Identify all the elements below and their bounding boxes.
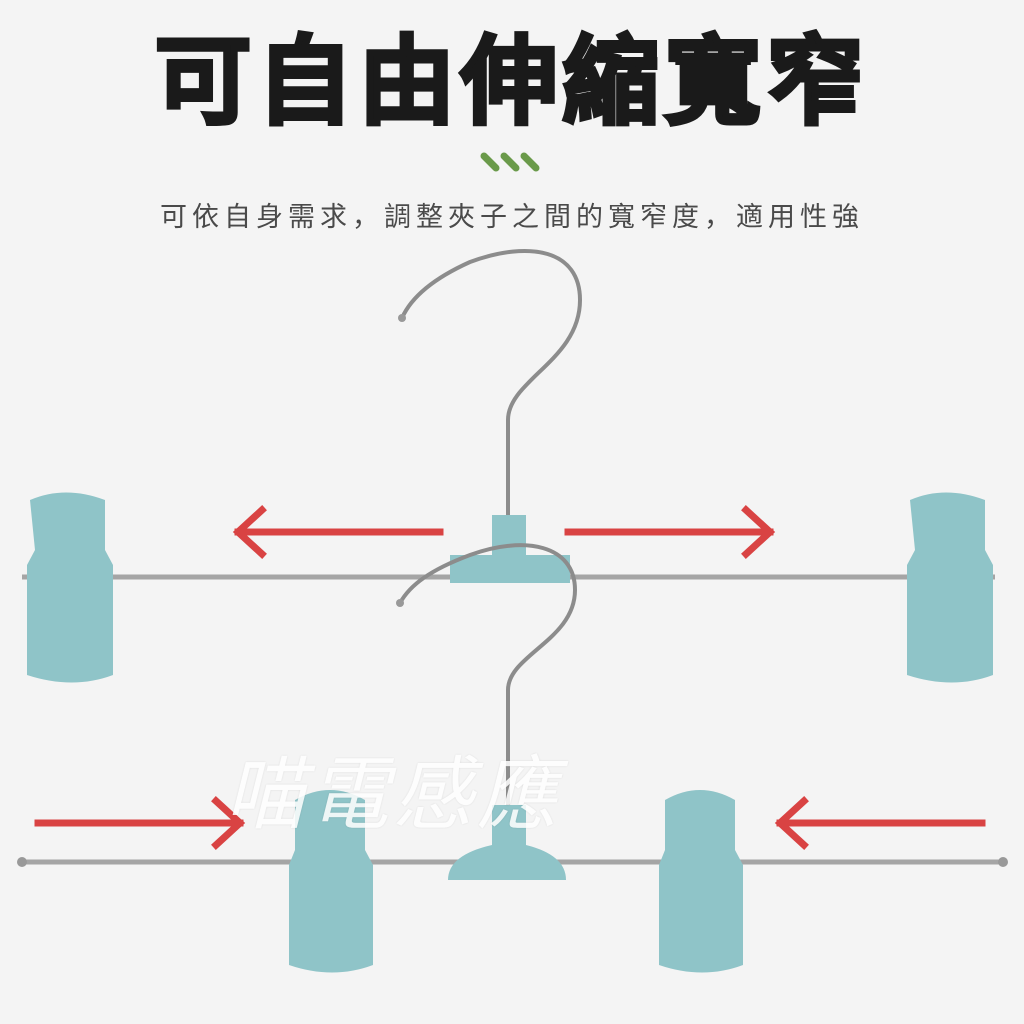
green-dashes-icon — [480, 152, 540, 172]
bottom-left-clip — [289, 790, 373, 973]
subtitle: 可依自身需求，調整夾子之間的寬窄度，適用性強 — [160, 202, 864, 233]
arrow-left-inward — [774, 796, 986, 850]
top-right-clip — [907, 492, 993, 683]
bottom-hanger — [17, 543, 1008, 973]
arrow-right-outward — [564, 505, 776, 559]
page-title: 可自由伸縮寬窄 — [153, 24, 869, 140]
bottom-bracket — [448, 805, 566, 880]
top-left-clip — [27, 492, 113, 683]
bottom-right-clip — [659, 790, 743, 973]
watermark: 喵電感應 — [225, 748, 561, 841]
top-bracket — [450, 515, 570, 583]
arrow-left-outward — [232, 505, 444, 559]
bottom-hook — [398, 543, 578, 810]
top-hook — [400, 249, 583, 520]
top-hanger — [22, 249, 995, 683]
arrow-right-inward — [34, 796, 246, 850]
